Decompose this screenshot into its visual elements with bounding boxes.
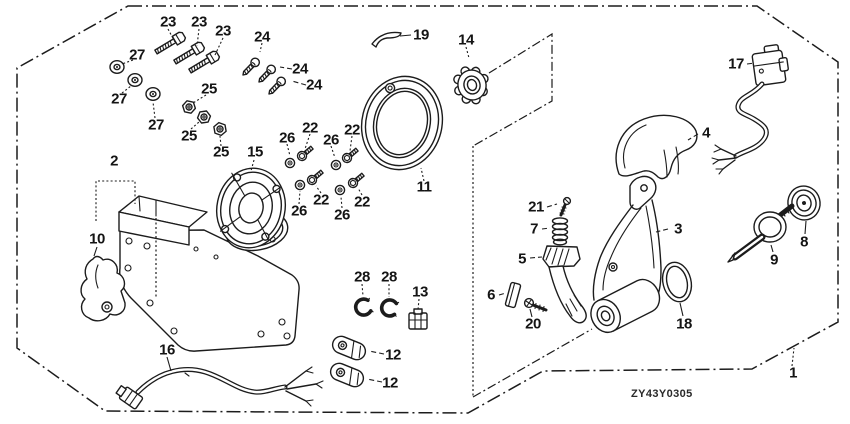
part-14-bushing-drawing: [453, 66, 489, 105]
part-number-label: 22: [302, 119, 318, 137]
part-number-label: 23: [191, 13, 207, 31]
part-16-cable-drawing: [115, 366, 324, 410]
part-number-label: 20: [525, 315, 541, 333]
part-number-label: 23: [160, 13, 176, 31]
part-number-label: 24: [254, 28, 270, 46]
part-number-label: 17: [728, 55, 744, 73]
diagram-code: ZY43Y0305: [631, 388, 693, 400]
part-number-label: 25: [201, 80, 217, 98]
part-17-switch-drawing: [711, 44, 789, 175]
part-9-pin-drawing: [727, 203, 795, 263]
part-3-lever-drawing: [590, 175, 662, 334]
part-number-label: 18: [676, 315, 692, 333]
part-6-key-drawing: [504, 281, 522, 309]
part-number-label: 7: [530, 220, 538, 238]
part-7-spring-drawing: [551, 217, 569, 246]
part-21-screw-drawing: [559, 196, 572, 217]
part-number-label: 21: [528, 198, 544, 216]
part-number-label: 4: [702, 124, 710, 142]
part-number-label: 26: [334, 206, 350, 224]
part-20-screw-drawing: [523, 297, 548, 313]
part-5-lever-drawing: [542, 245, 587, 324]
part-number-label: 28: [354, 268, 370, 286]
part-4-grip-drawing: [615, 114, 698, 180]
part-15-plate-drawing: [216, 167, 286, 249]
part-18-oring-drawing: [661, 261, 693, 303]
part-number-label: 5: [518, 250, 526, 268]
part-number-label: 14: [458, 31, 474, 49]
part-number-label: 11: [416, 178, 432, 196]
part-number-label: 26: [323, 131, 339, 149]
part-number-label: 27: [148, 116, 164, 134]
part-11-ring-drawing: [360, 75, 444, 171]
part-22-bolts-drawing: [294, 143, 367, 191]
part-19-strip-drawing: [371, 31, 402, 48]
part-28-clips-drawing: [352, 295, 401, 319]
part-number-label: 22: [354, 193, 370, 211]
part-number-label: 26: [279, 129, 295, 147]
part-24-screws-drawing: [239, 55, 288, 98]
leader-lines: [93, 28, 807, 383]
part-number-label: 24: [306, 76, 322, 94]
part-number-label: 12: [382, 374, 398, 392]
part-number-label: 3: [674, 220, 682, 238]
part-number-label: 19: [413, 26, 429, 44]
part-number-label: 2: [110, 152, 118, 170]
part-number-label: 28: [381, 268, 397, 286]
part-number-label: 13: [412, 283, 428, 301]
part-number-label: 1: [789, 364, 797, 382]
part-number-label: 22: [313, 191, 329, 209]
part-number-label: 9: [770, 251, 778, 269]
part-12-clamps-drawing: [327, 333, 369, 390]
part-number-label: 24: [292, 60, 308, 78]
part-number-label: 27: [111, 90, 127, 108]
part-number-label: 26: [291, 202, 307, 220]
part-number-label: 23: [215, 22, 231, 40]
part-number-label: 6: [487, 286, 495, 304]
part-number-label: 27: [129, 46, 145, 64]
sub-assembly-panel-lines: [472, 32, 593, 398]
part-10-cover-drawing: [80, 255, 126, 322]
part-number-label: 8: [800, 233, 808, 251]
part-number-label: 16: [159, 341, 175, 359]
part-number-label: 15: [247, 143, 263, 161]
part-number-label: 25: [181, 127, 197, 145]
part-13-clip-drawing: [408, 308, 428, 330]
part-23-bolts-drawing: [152, 30, 222, 76]
part-number-label: 10: [89, 230, 105, 248]
part-number-label: 12: [385, 346, 401, 364]
part-number-label: 22: [344, 121, 360, 139]
part-number-label: 25: [213, 143, 229, 161]
part-8-grommet-drawing: [787, 185, 821, 221]
outer-border: [16, 5, 839, 414]
